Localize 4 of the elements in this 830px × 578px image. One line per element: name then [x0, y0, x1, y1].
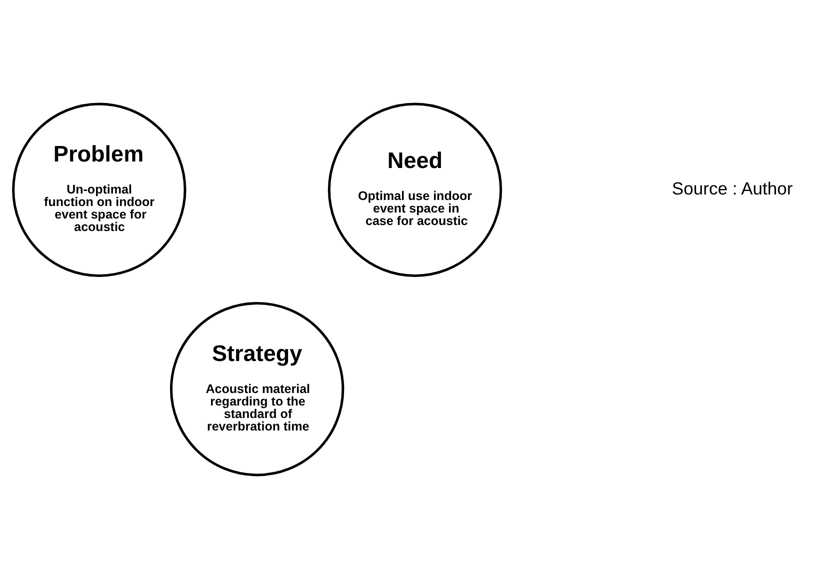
node-circle: Problem Un-optimal function on indoor event space for acoustic [12, 102, 186, 276]
node-circle: Strategy Acoustic material regarding to the standard of reverbration time [170, 302, 344, 476]
label: Source : Author [672, 178, 793, 198]
node-circle: Need Optimal use indoor event space in case for acoustic [328, 102, 502, 276]
